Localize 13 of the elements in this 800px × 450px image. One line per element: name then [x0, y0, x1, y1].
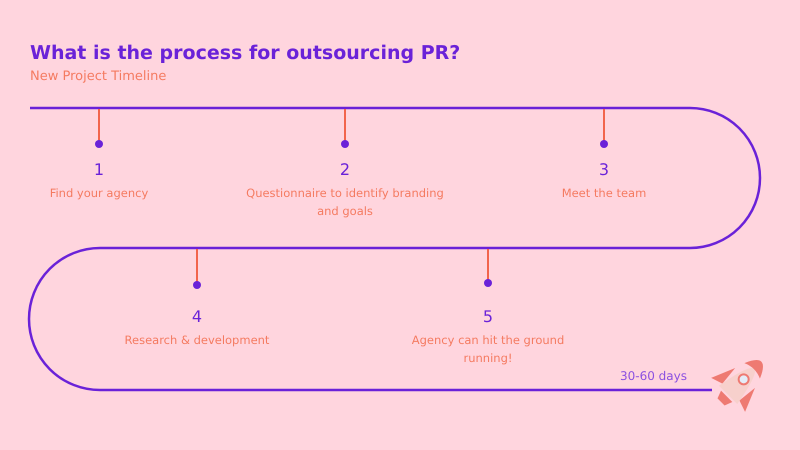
- step-description: Questionnaire to identify branding and goals: [245, 185, 445, 220]
- step-description: Meet the team: [562, 185, 646, 202]
- step-number: 3: [598, 160, 610, 180]
- step-number: 5: [482, 307, 494, 327]
- duration-label: 30-60 days: [620, 369, 688, 383]
- step-number: 4: [192, 307, 202, 327]
- step-description: Agency can hit the ground running!: [410, 332, 566, 367]
- step-number: 2: [340, 160, 350, 180]
- title: What is the process for outsourcing PR?: [30, 42, 460, 64]
- step-description: Research & development: [124, 332, 270, 349]
- step-description: Find your agency: [50, 185, 148, 202]
- step-number: 1: [94, 160, 104, 180]
- subtitle: New Project Timeline: [30, 69, 166, 84]
